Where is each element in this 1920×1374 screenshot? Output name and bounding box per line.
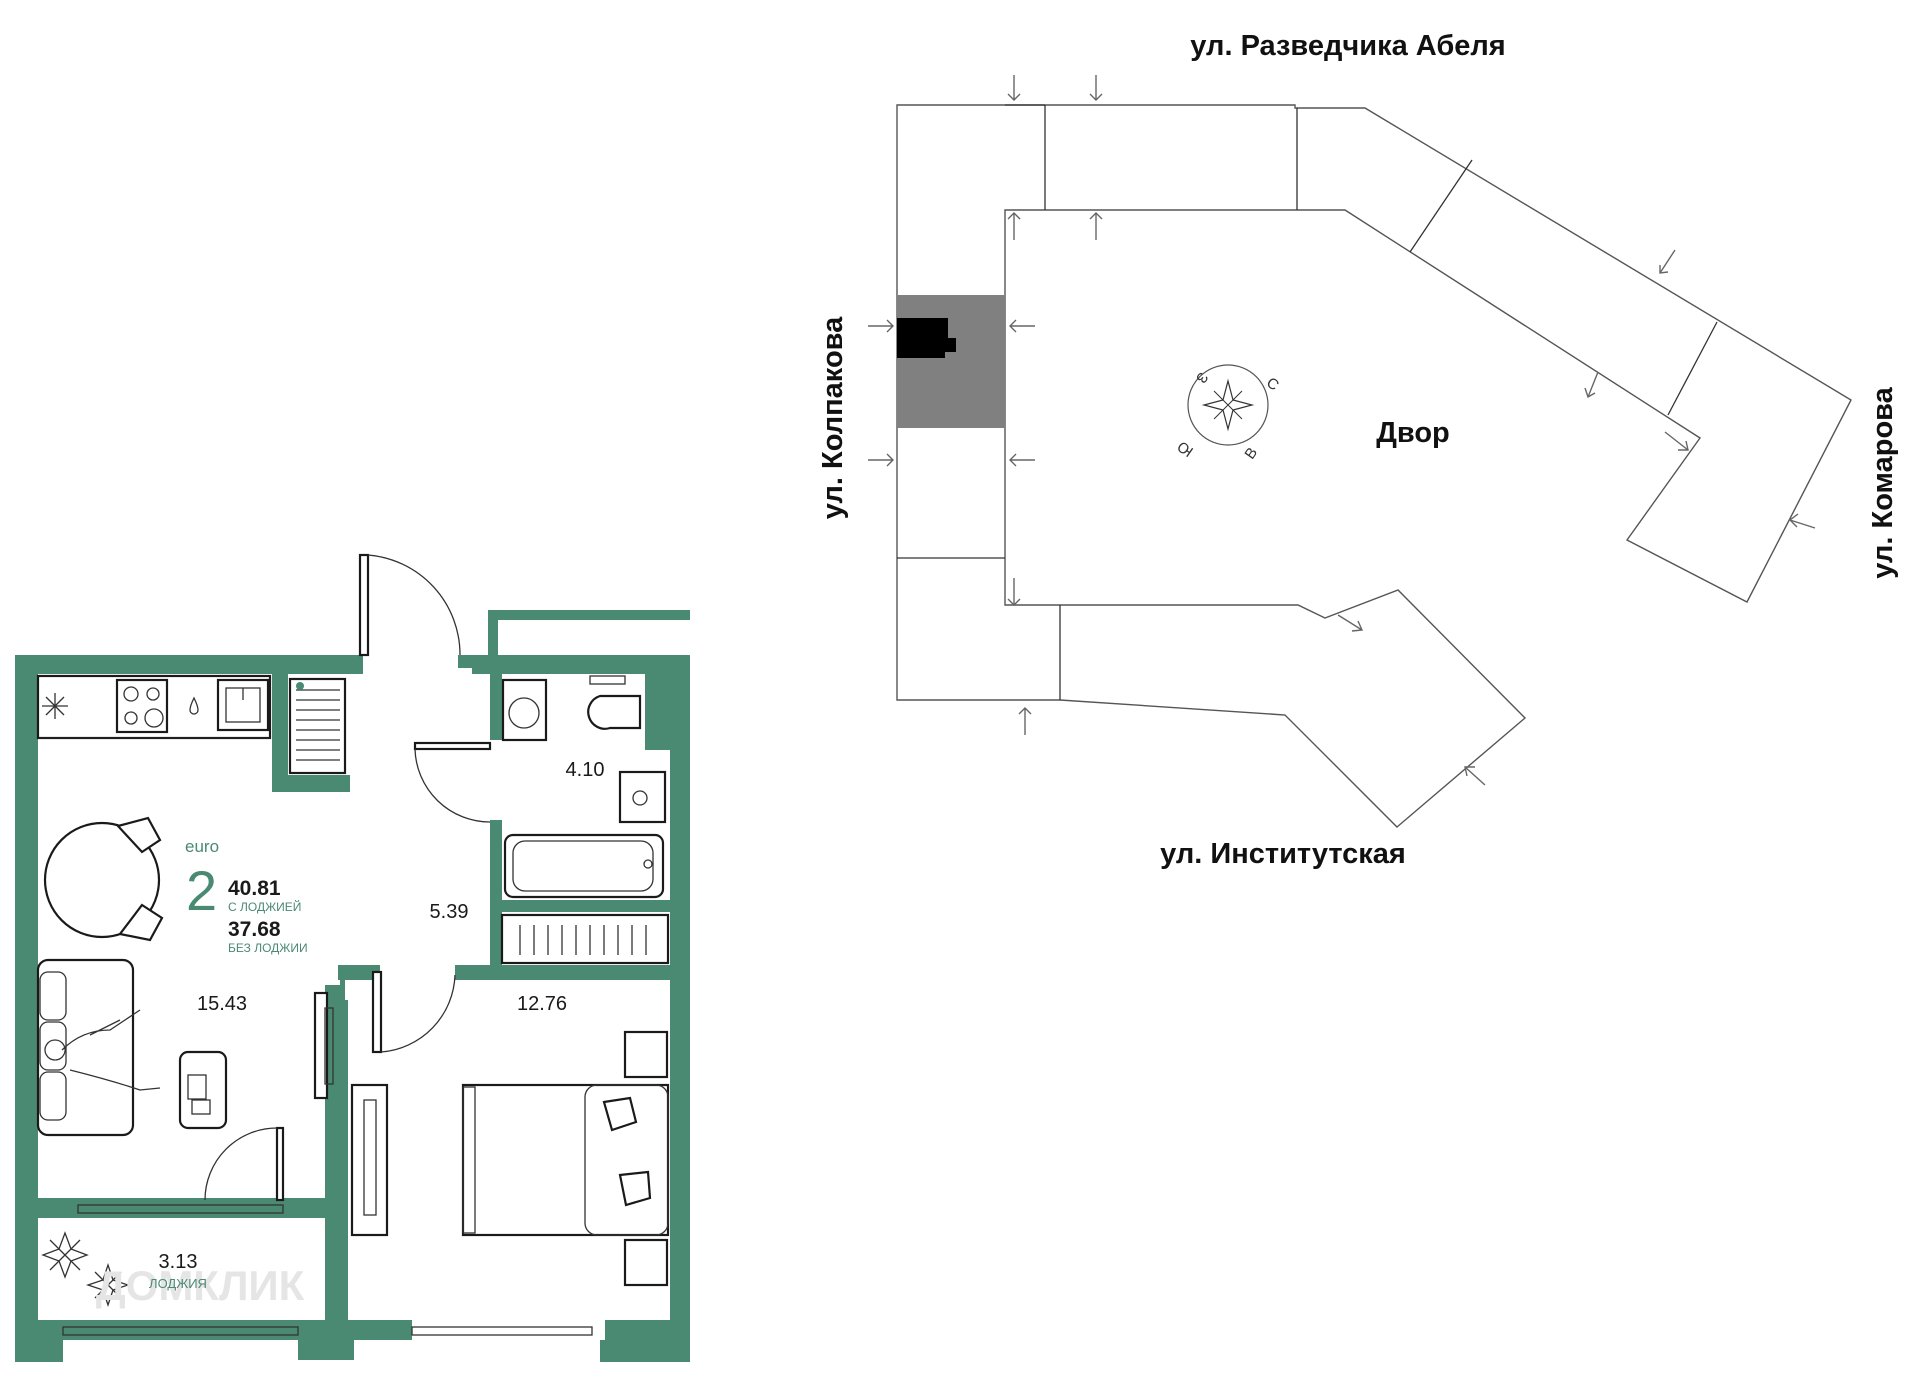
compass-rose-icon (1187, 364, 1269, 446)
dining-table (43, 816, 164, 942)
street-west: ул. Колпакова (817, 316, 849, 519)
loggia-caption: ЛОДЖИЯ (149, 1276, 207, 1291)
watermark: ДОМКЛИК (96, 1262, 305, 1309)
total-area: 40.81 (228, 877, 281, 900)
street-north: ул. Разведчика Абеля (1190, 30, 1505, 62)
bedroom-wardrobe (500, 913, 670, 965)
site-plan: С В Ю З Двор ул. Разведчика Абеля ул. Ин… (817, 30, 1899, 870)
compass-west-label: З (1192, 369, 1211, 386)
freezer-icon (42, 693, 68, 719)
compass-east-label: В (1241, 444, 1261, 462)
apartment-class: euro (185, 837, 219, 856)
apartment-plan: ДОМКЛИК 15.43 5.39 4.10 12.76 3.13 ЛОДЖИ… (15, 553, 690, 1362)
bathroom-wall-bottom (490, 900, 670, 912)
compass-south-label: Ю (1174, 437, 1196, 460)
nightstand (623, 1030, 669, 1079)
street-south: ул. Институтская (1160, 838, 1406, 870)
tv-unit (313, 991, 334, 1100)
bed (461, 1030, 670, 1287)
highlighted-section (897, 295, 1005, 428)
coffee-table (178, 1050, 228, 1130)
kitchen-counter (36, 674, 272, 740)
exterior-wall-corner-left (15, 1340, 63, 1362)
kitchen-door[interactable] (413, 741, 492, 823)
highlighted-apartment (897, 318, 956, 358)
wardrobe-partition (272, 775, 350, 792)
living-area: 37.68 (228, 918, 281, 941)
entrance-door[interactable] (358, 553, 461, 657)
bedroom-door[interactable] (371, 970, 456, 1054)
loggia-plants-icon (41, 1231, 131, 1308)
bathroom-sink-icon (618, 770, 667, 824)
corridor-wall (488, 610, 690, 655)
total-area-caption: С ЛОДЖИЕЙ (228, 899, 301, 914)
bathroom-wall-left (490, 674, 502, 980)
bathroom-inner-wall (645, 674, 670, 750)
stove-icon (115, 678, 169, 734)
bathroom-area: 4.10 (566, 759, 605, 781)
bedroom-west-wall (325, 1218, 348, 1320)
kitchen-living-area: 15.43 (197, 993, 247, 1015)
apartment-info: euro 2 40.81 С ЛОДЖИЕЙ 37.68 БЕЗ ЛОДЖИИ (185, 837, 308, 955)
entrance-arrows (868, 75, 1816, 786)
exterior-wall-corner (298, 1318, 354, 1360)
hall-area: 5.39 (430, 901, 469, 923)
toilet-icon (587, 694, 642, 730)
exterior-wall-bottom (348, 1320, 412, 1340)
street-east: ул. Комарова (1867, 386, 1899, 578)
loggia-door[interactable] (204, 1126, 285, 1202)
bedroom-tv (350, 1083, 389, 1237)
courtyard-label: Двор (1376, 417, 1450, 449)
sink-icon (216, 678, 270, 732)
living-area-caption: БЕЗ ЛОДЖИИ (228, 941, 308, 955)
building-outline (896, 104, 1852, 828)
bathroom-fixtures (501, 675, 667, 899)
windows (62, 1204, 593, 1336)
bedroom-wardrobe-wall (490, 965, 670, 980)
sofa (36, 958, 161, 1137)
water-drop-icon (189, 696, 199, 715)
exterior-wall-corner-right (600, 1340, 690, 1362)
nightstand (623, 1238, 669, 1287)
loggia-area: 3.13 (159, 1251, 198, 1273)
bedroom-area: 12.76 (517, 993, 567, 1015)
bathtub-icon (503, 833, 665, 899)
kitchen-wardrobe (288, 677, 347, 775)
hall-bedroom-partition (338, 965, 502, 980)
room-count: 2 (186, 859, 217, 922)
